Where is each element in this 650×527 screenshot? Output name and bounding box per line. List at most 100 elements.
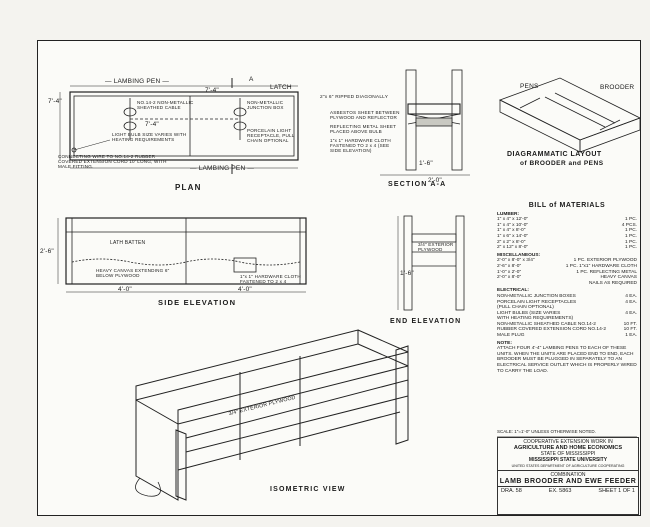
bom-qty: 1 PC. 1"x1" HARDWARE CLOTH [565,263,637,269]
bom-qty: 4 EA. [625,293,637,299]
elev-dim-left: 4'-0" [118,286,132,293]
drawing-name: LAMB BROODER AND EWE FEEDER [499,478,637,485]
end-elev-height: 1'-6" [400,270,414,277]
bom-item: NON-METALLIC JUNCTION BOXES [497,293,576,299]
diagrammatic-layout-view [498,77,642,153]
bom-qty: 10 FT. [623,327,637,333]
bom-title: BILL of MATERIALS [528,202,606,209]
side-elevation-view [57,217,307,293]
bom-row: 1" x 6" x 14'-0"1 PC. [497,234,637,240]
plan-note-bulb: LIGHT BULB SIZE VARIES WITH HEATING REQU… [112,132,187,142]
plan-latch: LATCH [270,84,292,91]
plan-section-marker: A [249,76,254,83]
elev-lath: LATH BATTEN [110,240,146,246]
bom-item: NON-METALLIC SHEATHED CABLE NO.14-2 [497,321,596,327]
agency-line-4: MISSISSIPPI STATE UNIVERSITY [528,457,608,463]
diagrammatic-title: DIAGRAMMATIC LAYOUT [507,151,602,158]
diagrammatic-subtitle: of BROODER and PENS [520,160,604,167]
bom-item: 2" x 2" x 8'-0" [497,239,526,245]
bom-item: 1'-0" x 2'-0" [497,269,522,275]
bom-row: 2'-0" x 8'-0"HEAVY CANVAS [497,275,637,281]
bom-misc-list: 2'-0" x 8'-0" x 3/4"1 PC. EXTERIOR PLYWO… [497,258,637,286]
bom-row: LIGHT BULBS (SIZE VARIES 4 EA. [497,311,637,317]
bom-qty: 1 PC. [625,239,637,245]
end-elev-ply: 3/4" EXTERIOR PLYWOOD [418,242,454,252]
bom-item: 2" x 12" x 8'-0" [497,245,529,251]
plan-lambing-pen-top: — LAMBING PEN — [105,78,170,85]
isometric-title: ISOMETRIC VIEW [270,486,346,493]
section-note-reflect: REFLECTING METAL SHEET PLACED ABOVE BULB [330,124,397,134]
elev-canvas: HEAVY CANVAS EXTENDING 6" BELOW PLYWOOD [96,268,170,278]
section-aa-title: SECTION A-A [388,181,447,188]
end-elevation-title: END ELEVATION [390,318,462,325]
drawing-number: DRA. 58 [501,488,522,494]
bom-item: 2'-0" x 8'-0" x 3/4" [497,258,535,264]
bom-qty: 4 EA. [625,310,637,316]
bom-qty: 1 PC. REFLECTING METAL [576,269,637,275]
section-note-asbestos: ASBESTOS SHEET BETWEEN PLYWOOD AND REFLE… [330,110,400,120]
bom-qty: 1 PC. [625,228,637,234]
layout-label-brooder: BROODER [600,84,635,91]
section-aa-view [380,69,470,176]
sheet-number: SHEET 1 OF 1 [598,488,635,494]
bom-row: WITH HEATING REQUIREMENTS) [497,316,637,322]
title-block-agency: COOPERATIVE EXTENSION WORK IN AGRICULTUR… [498,438,638,471]
bom-note-heading: NOTE: [497,340,512,346]
bom-lumber-heading: LUMBER: [497,211,520,217]
plan-dim-mid: 7'-4" [145,121,159,128]
bom-row: 1" x 4" x 12'-0"1 PC. [497,217,637,223]
plan-note-cable: NO.14-2 NON-METALLIC SHEATHED CABLE [137,100,194,110]
bom-elec-heading: ELECTRICAL: [497,288,529,294]
bom-item [497,281,589,287]
isometric-view [135,329,409,501]
title-block-name: COMBINATION LAMB BROODER AND EWE FEEDER [498,471,638,487]
bom-qty: 4 EA. [625,299,637,305]
plan-dim-left: 7'-4" [48,98,62,105]
agency-line-1: COOPERATIVE EXTENSION WORK IN [523,439,613,445]
bom-qty: 1 PC. [625,233,637,239]
plan-dim-top: 7'-4" [205,87,219,94]
bom-row: 2" x 2" x 8'-0" 1 PC. [497,240,637,246]
bom-row: RUBBER COVERED EXTENSION CORD NO.14-2 10 … [497,327,637,333]
section-dim-a: 1'-6" [419,160,433,167]
bom-row: (PULL CHAIN OPTIONAL) [497,305,637,311]
bom-row: 1'-0" x 2'-0" 1 PC. REFLECTING METAL [497,270,637,276]
bom-item: WITH HEATING REQUIREMENTS) [497,316,574,322]
plan-note-wire: CONNECTING WIRE TO NO.14-2 RUBBER COVERE… [58,154,167,169]
exhibit-number: EX. 5863 [548,488,572,494]
section-dim-b: 2'-0" [428,177,442,184]
bom-row: 2" x 12" x 8'-0"1 PC. [497,245,637,251]
plan-view [59,78,299,174]
agency-line-2: AGRICULTURE AND HOME ECONOMICS [513,445,623,451]
bill-of-materials: BILL of MATERIALS LUMBER: 1" x 4" x 12'-… [497,202,637,374]
plan-title: PLAN [175,183,202,192]
bom-item: PORCELAIN LIGHT RECEPTACLES [497,299,577,305]
elev-cloth: 1"x 1" HARDWARE CLOTH FASTENED TO 2 x 4 [240,274,301,284]
bom-item: 1" x 4" x 8'-0" [497,228,526,234]
bom-note: ATTACH FOUR 4'-4" LAMBING PENS TO EACH O… [497,346,637,374]
bom-qty: HEAVY CANVAS [600,275,637,281]
end-elevation-view [397,215,465,311]
bom-row: 2'-0" x 8'-0" x 3/4"1 PC. EXTERIOR PLYWO… [497,258,637,264]
bom-row: NON-METALLIC JUNCTION BOXES 4 EA. [497,294,637,300]
bom-item: RUBBER COVERED EXTENSION CORD NO.14-2 [497,327,607,333]
bom-item: MALE PLUG [497,333,525,339]
bom-item: (PULL CHAIN OPTIONAL) [497,305,554,311]
elev-dim-right: 4'-0" [238,286,252,293]
bom-row: 1" x 4" x 10'-0"4 PCS. [497,223,637,229]
bom-qty: 1 PC. [625,217,637,223]
side-elevation-title: SIDE ELEVATION [158,298,237,307]
scale-note: SCALE: 1"=1'-0" UNLESS OTHERWISE NOTED. [497,429,596,434]
plan-note-receptacle: PORCELAIN LIGHT RECEPTACLE, PULL CHAIN O… [247,128,295,143]
bom-misc-heading: MISCELLANEOUS: [497,252,541,258]
bom-item: LIGHT BULBS (SIZE VARIES [497,310,561,316]
agency-line-3: STATE OF MISSISSIPPI [540,451,596,457]
bom-row: PORCELAIN LIGHT RECEPTACLES 4 EA. [497,300,637,306]
elev-height: 2'-6" [40,248,54,255]
bom-row: NAILS AS REQUIRED [497,281,637,287]
plan-note-box: NON-METALLIC JUNCTION BOX [247,100,284,110]
